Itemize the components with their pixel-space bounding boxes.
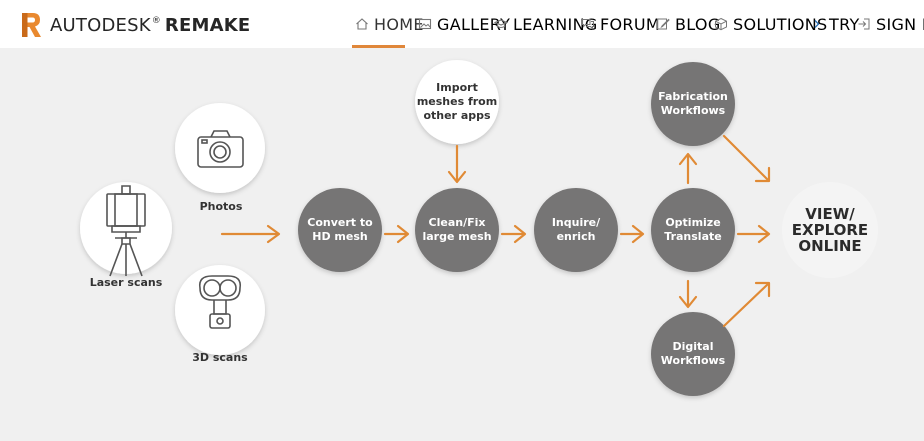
laser-scanner-icon [106,185,146,277]
fabrication-label: Fabrication Workflows [649,90,737,118]
brand-product: REMAKE [164,14,251,36]
nav-try-label: TRY [829,14,860,34]
pencil-icon [657,18,670,30]
convert-hd-mesh-node [298,188,382,272]
import-meshes-node [415,60,499,144]
digital-workflows-node [651,312,735,396]
nav-forum[interactable]: FORUM [581,0,660,48]
import-line-3: other apps [423,109,491,122]
fabrication-workflows-node [651,62,735,146]
import-line-1: Import [436,81,478,94]
nav-forum-label: FORUM [600,14,660,34]
nav-solutions-label: SOLUTIONS [733,14,828,34]
3d-scanner-icon [198,275,242,329]
chevron-right-icon [814,20,820,28]
clean-line-2: large mesh [422,230,492,243]
3d-scans-node [175,265,265,355]
autodesk-logo-mark-icon [22,13,41,37]
arrowhead-optimize-to-view [757,224,771,244]
clean-line-1: Clean/Fix [428,216,486,229]
laser-scans-node [80,182,172,274]
optimize-line-1: Optimize [665,216,721,229]
digital-line-1: Digital [672,340,714,353]
arrow-digital-to-view [722,282,770,328]
arrowhead-digital-to-view [754,281,771,298]
inquire-line-1: Inquire/ [551,216,601,229]
fabrication-line-2: Workflows [660,104,726,117]
convert-label: Convert to HD mesh [300,216,380,244]
nav-blog[interactable]: BLOG [656,0,721,48]
inquire-line-2: enrich [556,230,596,243]
output-line-1: VIEW/ [805,205,855,223]
arrowhead-inputs-to-convert [266,224,281,244]
clean-fix-label: Clean/Fix large mesh [417,216,497,244]
output-line-2: EXPLORE [791,221,869,239]
flow-arrows [220,134,771,328]
nav-gallery-label: GALLERY [437,14,511,34]
arrowhead-inquire-to-optimize [631,224,645,244]
arrow-fabrication-to-view [722,134,770,182]
inquire-label: Inquire/ enrich [536,216,616,244]
arrowhead-optimize-to-fabrication [678,152,698,166]
graduation-cap-icon [494,19,508,29]
autodesk-remake-logo[interactable]: AUTODESK®REMAKE [20,11,250,39]
nav-learning[interactable]: LEARNING [494,0,598,48]
view-explore-online-label: VIEW/ EXPLORE ONLINE [782,206,878,254]
3d-scans-label: 3D scans [184,351,256,365]
optimize-label: Optimize Translate [653,216,733,244]
camera-icon [197,130,244,168]
optimize-translate-node [651,188,735,272]
cube-icon [715,17,727,31]
fabrication-line-1: Fabrication [658,90,728,103]
brand-company: AUTODESK [50,14,151,36]
home-icon [356,18,368,30]
brand-name: AUTODESK®REMAKE [50,15,250,36]
nav-home-label: HOME [374,14,424,34]
laser-scans-text: Laser scans [89,276,163,289]
photos-label: Photos [185,200,257,214]
nav-learning-label: LEARNING [513,14,598,34]
convert-line-2: HD mesh [312,230,368,243]
nav-sign-in[interactable]: SIGN IN [857,0,924,48]
active-nav-indicator [352,45,405,48]
registered-mark: ® [151,15,161,26]
image-icon [418,18,432,30]
convert-line-1: Convert to [307,216,373,229]
clean-fix-node [415,188,499,272]
laser-scans-label: Laser scans [84,276,168,290]
photos-node [175,103,265,193]
chat-bubbles-icon [582,19,594,30]
nav-solutions[interactable]: SOLUTIONS [714,0,828,48]
view-explore-online-node [782,182,878,278]
arrowhead-clean-to-inquire [513,224,527,244]
nav-home[interactable]: HOME [355,0,424,48]
import-meshes-label: Import meshes from other apps [412,81,502,123]
digital-line-2: Workflows [660,354,726,367]
sign-in-icon [858,18,870,30]
photos-text: Photos [199,200,243,213]
workflow-diagram-graphic [80,60,878,396]
inquire-enrich-node [534,188,618,272]
nav-try[interactable]: TRY [810,0,860,48]
arrowhead-optimize-to-digital [678,295,698,309]
arrowhead-import-to-clean [447,170,467,184]
workflow-diagram: Photos Laser scans 3D scans Import meshe… [0,48,924,441]
digital-label: Digital Workflows [653,340,733,368]
top-header: AUTODESK®REMAKE HOME GALLERY LEARNING FO… [0,0,924,48]
import-line-2: meshes from [416,95,498,108]
nav-sign-in-label: SIGN IN [876,14,924,34]
nav-blog-label: BLOG [675,14,721,34]
3d-scans-text: 3D scans [192,351,248,364]
arrowhead-fabrication-to-view [754,166,771,183]
arrowhead-convert-to-clean [396,224,410,244]
nav-gallery[interactable]: GALLERY [418,0,510,48]
output-line-3: ONLINE [798,237,862,255]
optimize-line-2: Translate [664,230,722,243]
